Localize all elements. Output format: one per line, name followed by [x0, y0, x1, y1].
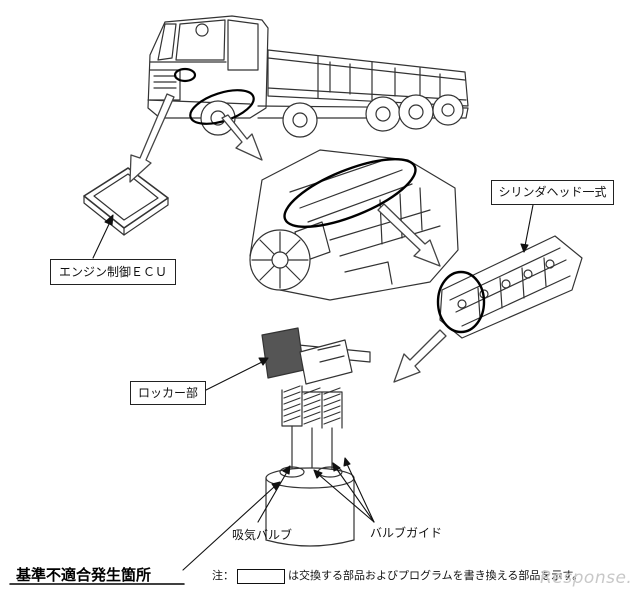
footnote-prefix: 注： [212, 569, 234, 582]
noncompliance-location-title: 基準不適合発生箇所 [16, 564, 151, 585]
truck-illustration [148, 16, 468, 137]
watermark-logo: Response. [540, 568, 632, 588]
arrow-to-engine [222, 115, 262, 160]
leader-cylinder-head [525, 205, 533, 246]
arrow-to-valve-train [394, 330, 446, 382]
engine-illustration [250, 150, 458, 300]
valve-train-illustration [262, 328, 370, 546]
ecu-illustration [84, 168, 168, 235]
cylinder-head-label: シリンダヘッド一式 [491, 180, 614, 205]
footnote: 注： は交換する部品およびプログラムを書き換える部品を示す。 [212, 567, 583, 584]
leader-ecu [93, 222, 110, 258]
cylinder-head-illustration [440, 236, 582, 338]
valve-guide-label: バルブガイド [370, 524, 442, 541]
leader-rocker [202, 362, 262, 392]
leader-valve-guide-3 [347, 464, 374, 522]
footnote-text: は交換する部品およびプログラムを書き換える部品を示す。 [288, 569, 583, 582]
rocker-label: ロッカー部 [130, 381, 206, 405]
intake-valve-label: 吸気バルブ [232, 526, 292, 543]
footnote-sample-box [237, 569, 285, 584]
ecu-label: エンジン制御ＥＣＵ [50, 259, 176, 285]
